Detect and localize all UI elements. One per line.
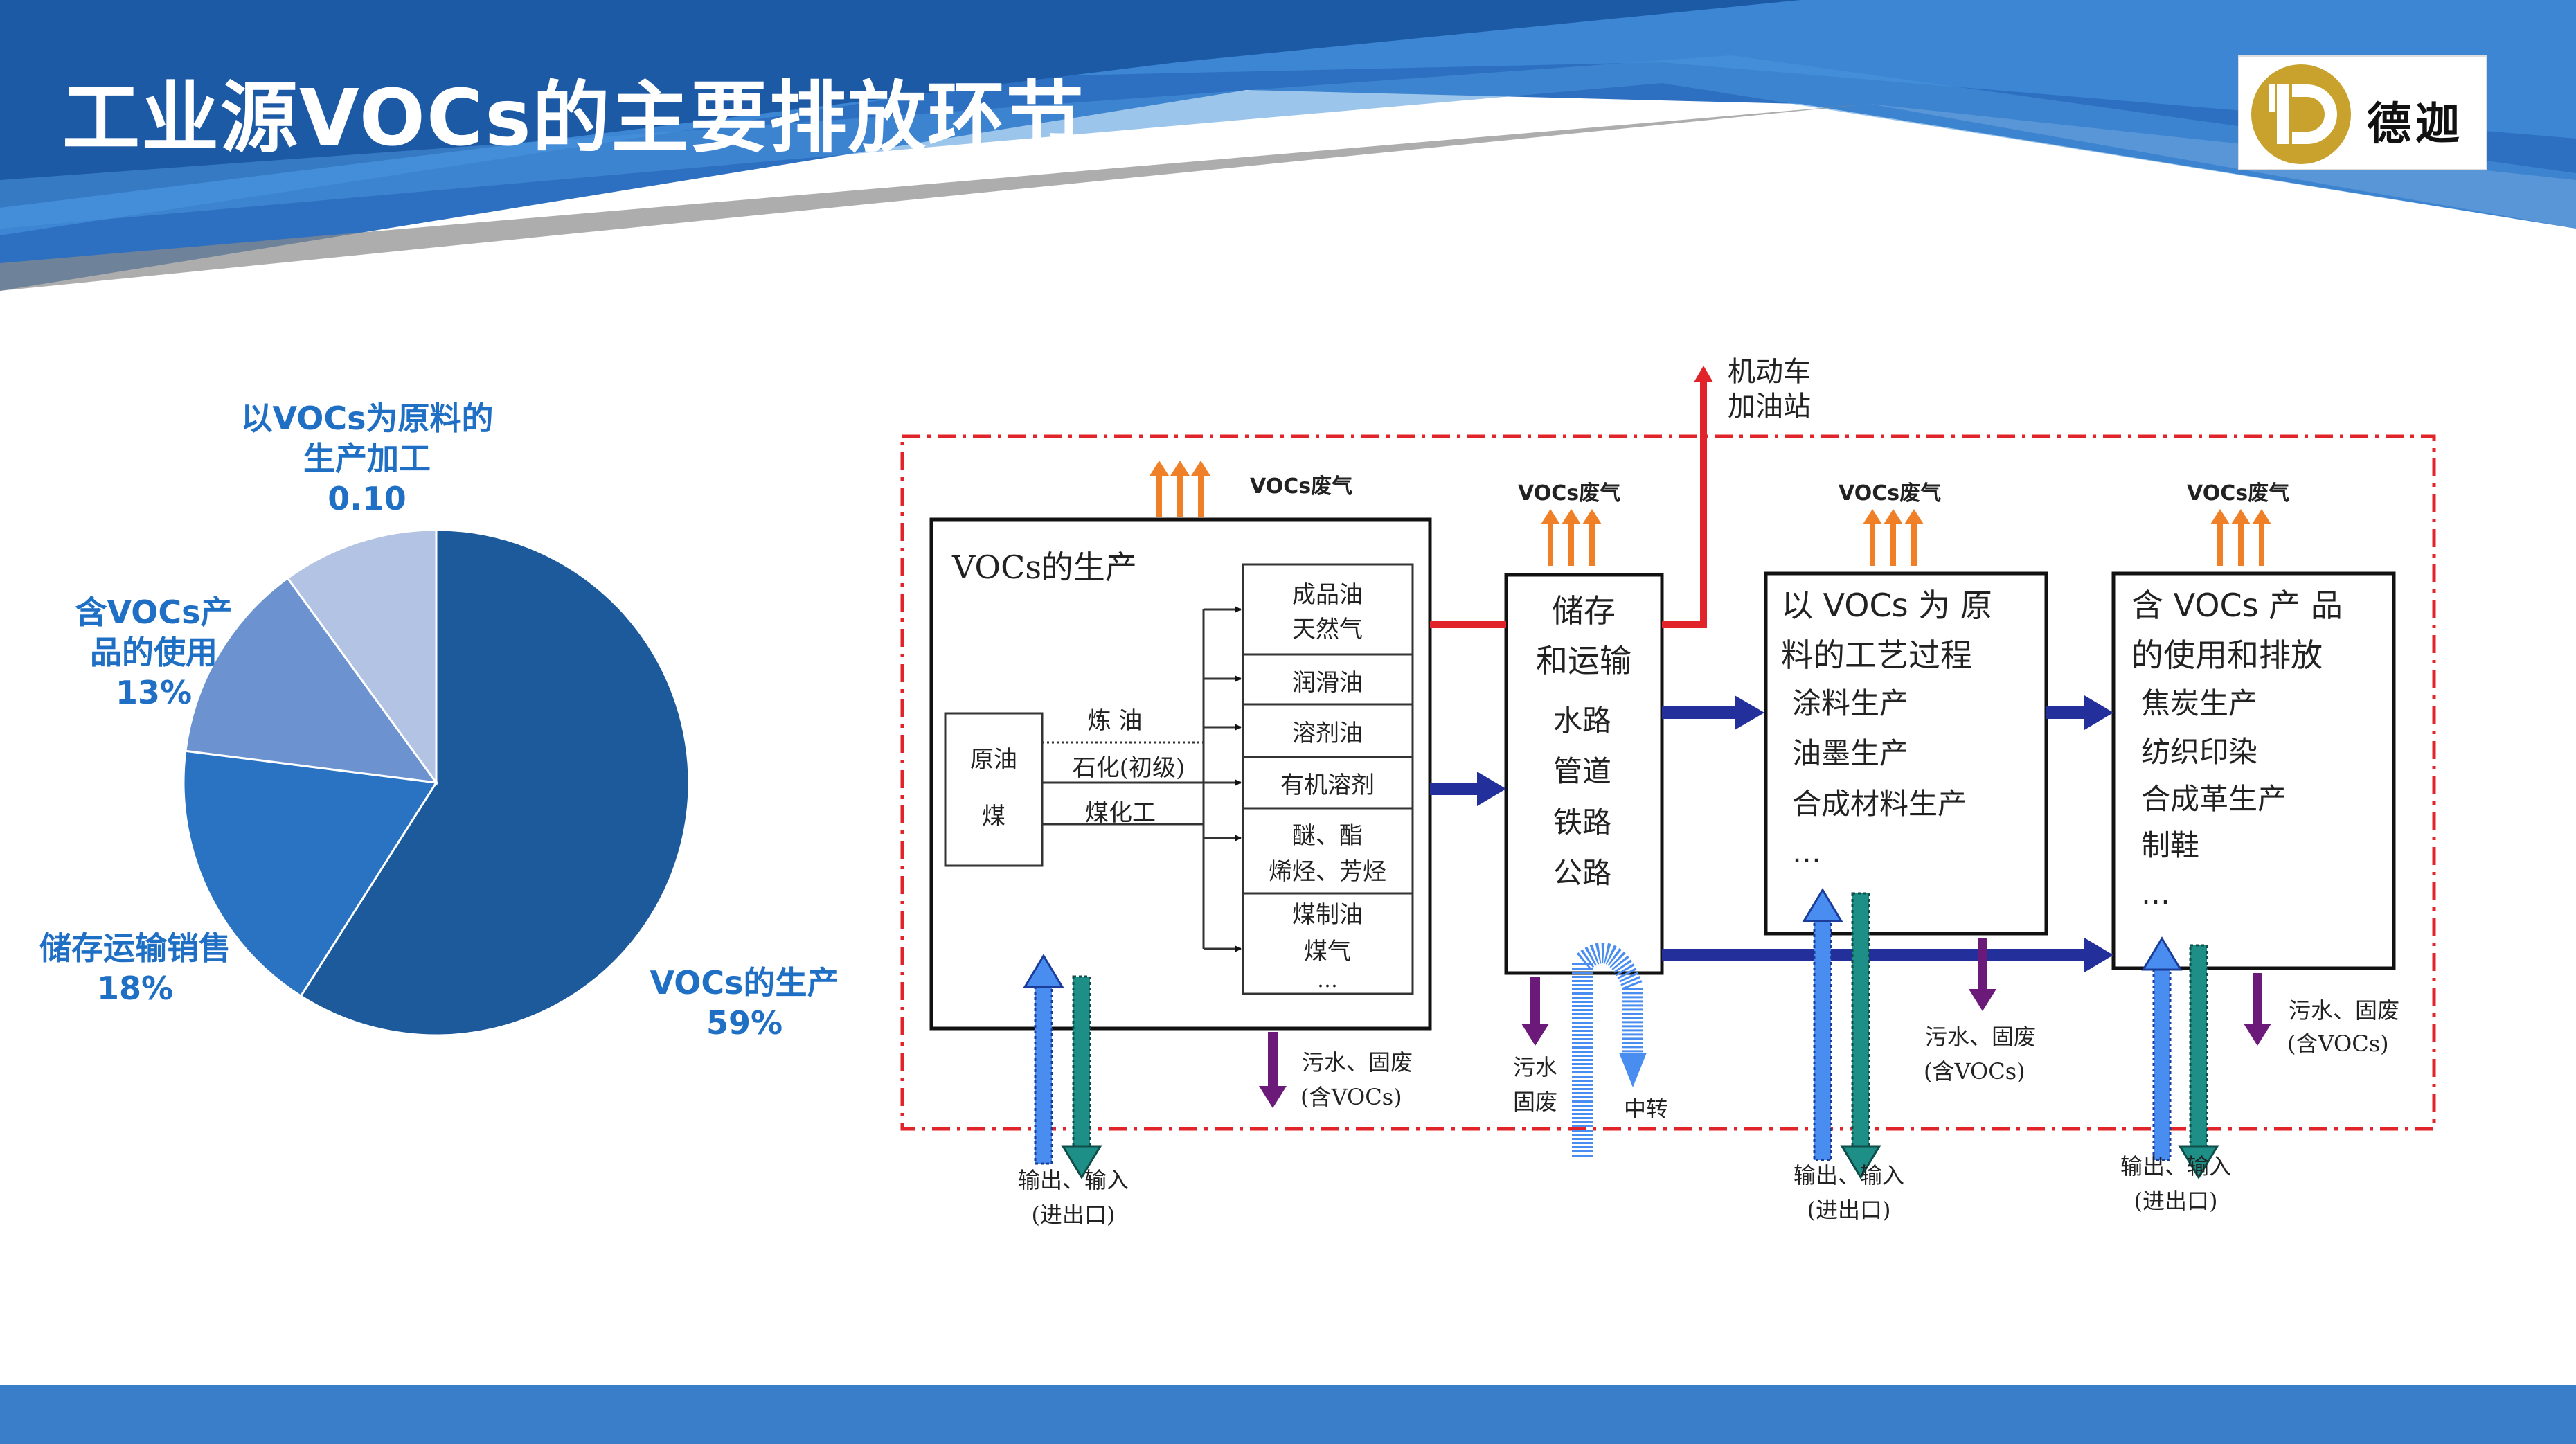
io-label-prod-2: (进出口) xyxy=(1032,1202,1116,1228)
product-coal-oil: 煤制油 xyxy=(1292,901,1363,929)
raw-process-item-etc: … xyxy=(1792,835,1821,869)
process-petrochem: 石化(初级) xyxy=(1073,754,1186,782)
io-label-usage-2: (进出口) xyxy=(2134,1188,2218,1214)
pie-label-name-3: 含VOCs产 xyxy=(75,594,232,631)
product-ethers: 醚、酯 xyxy=(1292,822,1363,850)
vocs-gas-arrows xyxy=(1150,461,2271,566)
transfer-label: 中转 xyxy=(1624,1096,1668,1122)
storage-item-water: 水路 xyxy=(1553,704,1611,738)
usage-item-leather: 合成革生产 xyxy=(2141,782,2287,816)
io-label-raw-2: (进出口) xyxy=(1807,1197,1891,1223)
product-organic-solvent: 有机溶剂 xyxy=(1280,772,1375,799)
raw-process-title-2: 料的工艺过程 xyxy=(1781,636,1972,674)
footer-bar xyxy=(0,1385,2576,1444)
transfer-arrow xyxy=(1572,943,1647,1157)
product-refined-oil: 成品油 xyxy=(1292,581,1363,609)
exit-label-1: 机动车 xyxy=(1728,356,1811,388)
waste-label-prod-1: 污水、固废 xyxy=(1302,1049,1413,1076)
pie-slice-1 xyxy=(299,528,690,1037)
storage-box xyxy=(1504,573,1664,975)
raw-process-item-paint: 涂料生产 xyxy=(1792,686,1908,720)
raw-material-box xyxy=(944,712,1044,867)
pie-slices xyxy=(182,528,690,1037)
waste-label-prod-2: (含VOCs) xyxy=(1300,1084,1402,1110)
usage-title-2: 的使用和排放 xyxy=(2131,636,2323,674)
storage-item-rail: 铁路 xyxy=(1553,805,1611,839)
io-arrows xyxy=(1023,888,2219,1179)
io-label-raw-1: 输出、输入 xyxy=(1794,1162,1904,1188)
exit-label-2: 加油站 xyxy=(1728,391,1811,422)
storage-title-1: 储存 xyxy=(1552,592,1616,630)
products-column xyxy=(1242,563,1414,995)
pie-label-value-4: 0.10 xyxy=(328,480,406,517)
usage-box xyxy=(2111,571,2396,970)
pie-slice-3 xyxy=(184,576,439,784)
raw-process-item-synthetic: 合成材料生产 xyxy=(1792,787,1967,821)
product-natural-gas: 天然气 xyxy=(1292,616,1363,643)
page-title: 工业源VOCs的主要排放环节 xyxy=(62,73,1085,163)
usage-item-coke: 焦炭生产 xyxy=(2141,686,2257,720)
pie-label-name-3: 品的使用 xyxy=(90,634,217,671)
raw-material-process-box xyxy=(1764,571,2048,936)
usage-item-textile: 纺织印染 xyxy=(2141,735,2257,769)
waste-label-storage-2: 固废 xyxy=(1513,1089,1557,1115)
io-label-prod-1: 输出、输入 xyxy=(1018,1167,1129,1193)
product-solvent-oil: 溶剂油 xyxy=(1292,720,1363,747)
waste-label-raw-1: 污水、固废 xyxy=(1925,1024,2036,1050)
vocs-gas-label-1: VOCs废气 xyxy=(1250,474,1352,499)
usage-item-etc: … xyxy=(2141,877,2170,911)
pie-slice-4 xyxy=(286,528,438,786)
boundary-dashed xyxy=(900,434,2436,1131)
waste-arrows xyxy=(1259,938,2271,1108)
raw-process-item-ink: 油墨生产 xyxy=(1792,736,1908,770)
logo-mark-icon xyxy=(2251,64,2351,164)
storage-item-pipeline: 管道 xyxy=(1553,754,1611,788)
storage-item-road: 公路 xyxy=(1553,856,1611,890)
production-title: VOCs的生产 xyxy=(951,549,1137,586)
waste-label-raw-2: (含VOCs) xyxy=(1924,1058,2025,1085)
product-etc: … xyxy=(1317,968,1338,992)
pie-label-value-2: 18% xyxy=(97,970,173,1007)
io-label-usage-1: 输出、输入 xyxy=(2120,1153,2231,1179)
vocs-gas-label-2: VOCs废气 xyxy=(1518,481,1620,506)
vocs-gas-label-3: VOCs废气 xyxy=(1839,481,1941,506)
vocs-gas-label-4: VOCs废气 xyxy=(2187,481,2289,506)
pie-label-value-1: 59% xyxy=(706,1004,782,1042)
product-lubricant: 润滑油 xyxy=(1292,669,1363,697)
raw-crude: 原油 xyxy=(970,746,1017,774)
pie-label-value-3: 13% xyxy=(116,674,192,711)
usage-item-shoes: 制鞋 xyxy=(2141,828,2199,862)
pie-label-name-4: 生产加工 xyxy=(303,440,431,477)
storage-title-2: 和运输 xyxy=(1536,642,1631,679)
header-background xyxy=(0,0,2576,291)
waste-label-usage-1: 污水、固废 xyxy=(2289,997,2399,1024)
red-connector xyxy=(1430,366,1713,628)
pie-label-name-4: 以VOCs为原料的 xyxy=(240,400,493,437)
logo: 德迦 xyxy=(2238,55,2487,170)
process-refining: 炼 油 xyxy=(1088,707,1143,735)
process-coal-chem: 煤化工 xyxy=(1085,799,1156,827)
raw-process-title-1: 以 VOCs 为 原 xyxy=(1781,587,1992,624)
pie-slice-2 xyxy=(182,749,438,998)
logo-text: 德迦 xyxy=(2367,99,2464,150)
product-olefins: 烯烃、芳烃 xyxy=(1269,858,1386,886)
waste-label-storage-1: 污水 xyxy=(1513,1054,1557,1080)
pie-label-name-1: VOCs的生产 xyxy=(650,964,839,1001)
pie-label-name-2: 储存运输销售 xyxy=(39,929,231,967)
flow-diagram: VOCs的生产 原油 煤 炼 油 石化(初级) 煤化工 成品油 天然气 润滑油 … xyxy=(900,356,2436,1228)
raw-coal: 煤 xyxy=(982,803,1005,830)
product-coal-gas: 煤气 xyxy=(1304,938,1351,965)
waste-label-usage-2: (含VOCs) xyxy=(2287,1031,2389,1057)
usage-title-1: 含 VOCs 产 品 xyxy=(2131,587,2343,624)
